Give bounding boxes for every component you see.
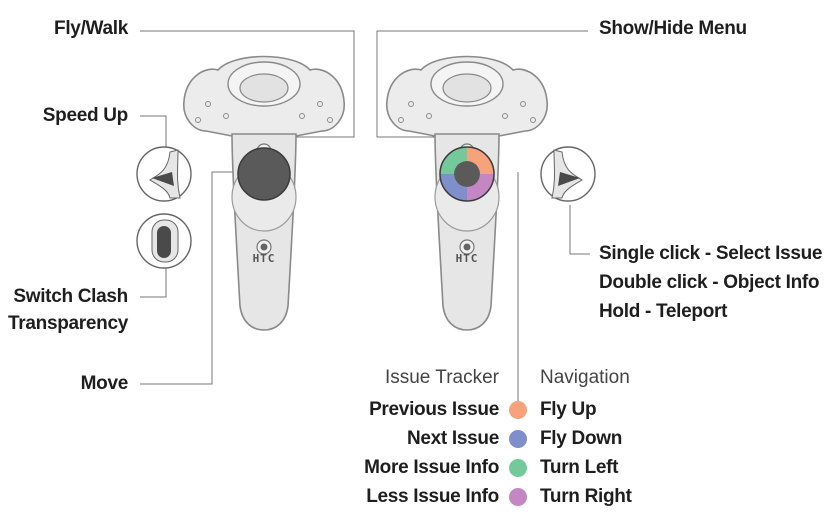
legend-dot-purple [509, 488, 527, 506]
legend-nav-fly-down: Fly Down [540, 428, 623, 449]
legend-nav-turn-left: Turn Left [540, 457, 619, 478]
left-controller: HTC [182, 55, 346, 331]
legend-nav-fly-up: Fly Up [540, 399, 597, 420]
legend-dot-green [509, 459, 527, 477]
right-trackpad[interactable] [439, 146, 495, 202]
label-move: Move [80, 373, 129, 394]
label-transparency: Transparency [8, 313, 128, 334]
left-trackpad[interactable] [237, 147, 291, 201]
leader-lines [140, 30, 590, 408]
legend-issue-next: Next Issue [406, 428, 499, 449]
label-switch-clash: Switch Clash [13, 286, 128, 307]
label-hold: Hold - Teleport [599, 301, 728, 322]
grip-callout-right [540, 146, 596, 202]
legend-header-navigation: Navigation [540, 367, 630, 388]
grip-button-callout[interactable] [136, 213, 192, 269]
legend-issue-less-info: Less Issue Info [366, 486, 499, 507]
left-brand-logo: HTC [253, 252, 276, 265]
label-double-click: Double click - Object Info [599, 272, 820, 293]
right-brand-logo: HTC [456, 252, 479, 265]
legend-dots [509, 401, 527, 506]
label-single-click: Single click - Select Issue [599, 243, 823, 264]
label-fly-walk: Fly/Walk [54, 18, 128, 39]
label-speed-up: Speed Up [42, 105, 129, 126]
legend-issue-previous: Previous Issue [369, 399, 499, 420]
right-controller: HTC [385, 55, 549, 331]
label-show-hide-menu: Show/Hide Menu [599, 18, 747, 39]
legend-nav-turn-right: Turn Right [540, 486, 632, 507]
legend-dot-orange [509, 401, 527, 419]
legend-dot-blue [509, 430, 527, 448]
legend-issue-more-info: More Issue Info [364, 457, 499, 478]
legend-header-issue-tracker: Issue Tracker [384, 367, 499, 388]
grip-callout-left [136, 146, 192, 202]
